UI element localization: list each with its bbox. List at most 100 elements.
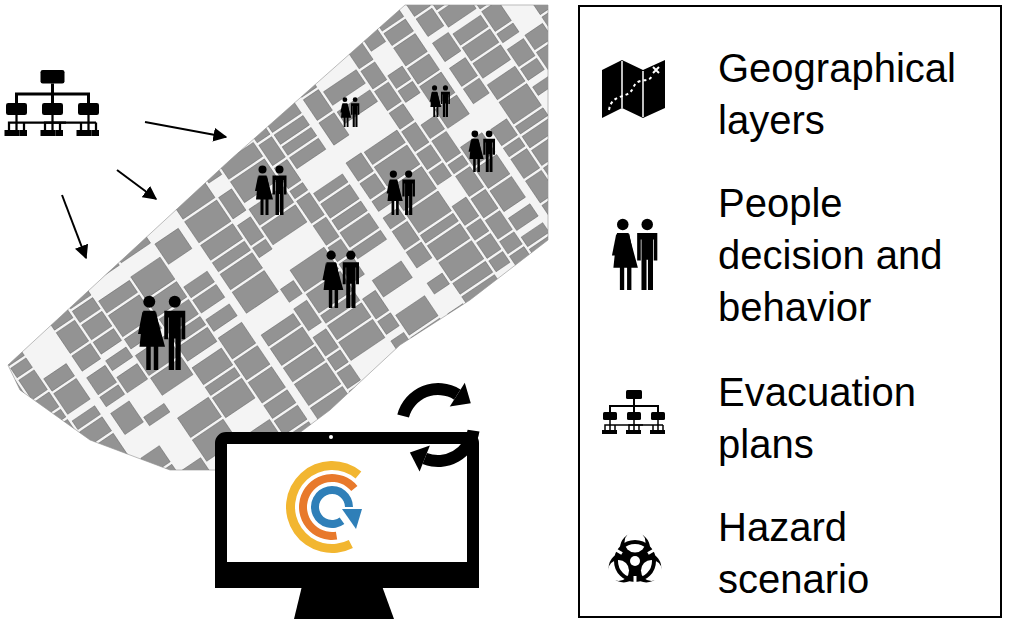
body	[343, 262, 359, 308]
body	[430, 92, 441, 117]
arm	[477, 139, 481, 152]
building	[610, 149, 638, 177]
building	[260, 25, 286, 51]
building	[557, 216, 581, 239]
cycle-arc	[423, 430, 480, 467]
legend-entry: Hazard scenario	[718, 501, 986, 605]
building	[45, 409, 66, 427]
building	[7, 247, 33, 271]
legend-text: Evacuation plans	[718, 370, 916, 466]
legend-entry: People decision and behavior	[718, 177, 986, 333]
building	[681, 141, 710, 171]
legend-text: Geographical layers	[718, 46, 956, 142]
man-icon	[164, 296, 185, 370]
building	[239, 591, 264, 613]
building	[522, 118, 557, 148]
building	[91, 433, 128, 469]
building	[502, 334, 541, 365]
building	[118, 173, 147, 197]
head	[443, 85, 448, 90]
building	[289, 138, 325, 168]
building	[152, 43, 199, 85]
building	[529, 235, 561, 265]
building	[580, 500, 605, 526]
head	[472, 130, 479, 137]
logo-arc	[299, 474, 357, 540]
building	[490, 176, 525, 211]
bio-gap	[614, 549, 622, 554]
building	[592, 468, 630, 498]
body	[256, 176, 273, 216]
building	[192, 0, 227, 22]
building	[657, 365, 687, 396]
building	[398, 81, 420, 102]
building	[146, 515, 182, 550]
building	[360, 399, 379, 417]
body	[441, 92, 450, 117]
building	[0, 399, 33, 429]
building	[337, 364, 360, 388]
building	[242, 0, 263, 19]
man-icon	[402, 170, 415, 215]
building	[585, 358, 611, 385]
building	[52, 419, 76, 442]
arm	[396, 180, 401, 194]
building	[41, 524, 77, 560]
building	[389, 104, 414, 129]
building	[519, 359, 558, 391]
building	[392, 0, 421, 1]
building	[429, 163, 452, 185]
building	[666, 184, 705, 221]
arm	[626, 234, 633, 256]
building	[544, 257, 576, 287]
building	[542, 513, 581, 547]
building	[280, 281, 302, 303]
building	[0, 475, 1, 502]
head	[353, 97, 358, 102]
hierarchy-icon	[5, 70, 100, 136]
building	[530, 376, 570, 410]
building	[483, 355, 513, 387]
building	[223, 629, 259, 630]
mid-box	[651, 412, 665, 420]
building	[483, 470, 502, 488]
building	[612, 298, 635, 320]
people-pair	[612, 219, 657, 290]
leaf-box	[607, 430, 612, 434]
building	[111, 401, 144, 435]
monitor-stand	[294, 586, 394, 619]
building	[658, 262, 689, 294]
building	[432, 131, 461, 162]
map-sheet	[602, 60, 665, 118]
building	[79, 581, 112, 613]
woman-icon	[255, 166, 273, 216]
building	[196, 155, 222, 184]
building	[14, 483, 49, 518]
building	[100, 554, 147, 597]
building	[290, 70, 317, 98]
head	[143, 296, 155, 308]
building	[675, 246, 700, 270]
building	[601, 24, 626, 49]
building	[668, 441, 695, 464]
head	[169, 296, 181, 308]
man-icon	[441, 85, 450, 117]
building	[232, 271, 278, 314]
building	[570, 294, 603, 325]
building	[72, 343, 101, 371]
building	[253, 239, 273, 258]
building	[2, 301, 35, 332]
building	[635, 285, 677, 324]
building	[687, 409, 709, 428]
body	[273, 176, 287, 216]
building	[127, 488, 158, 515]
map-fold	[622, 61, 643, 117]
building	[125, 527, 150, 552]
head	[405, 170, 412, 177]
logo-arc	[286, 461, 361, 553]
building	[480, 530, 528, 574]
building	[485, 429, 528, 470]
woman-icon	[469, 130, 484, 172]
building	[93, 329, 121, 355]
building	[213, 615, 243, 630]
